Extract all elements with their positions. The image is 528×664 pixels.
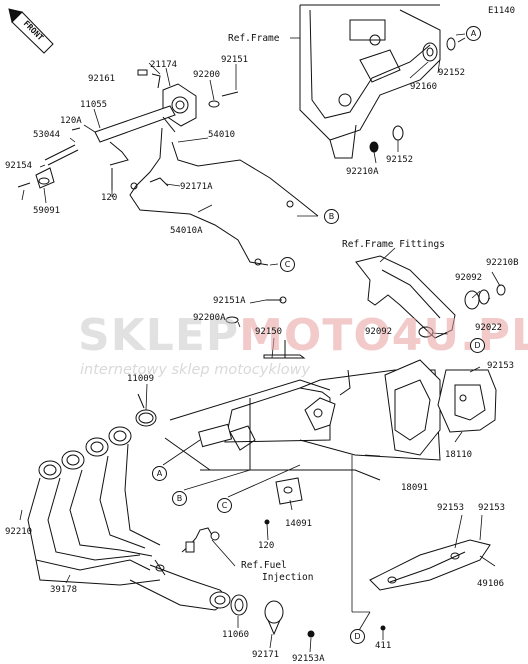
exhaust-header-pipes [27, 426, 231, 611]
part-label: 92160 [410, 82, 438, 92]
part-label: 49106 [477, 579, 505, 589]
part-label: 11060 [222, 630, 250, 640]
front-arrow-icon [8, 8, 54, 54]
watermark-tagline: internetowy sklep motocyklowy [80, 362, 311, 378]
gasket-ring [135, 393, 157, 427]
part-label: 11009 [127, 374, 155, 384]
part-label: 120 [258, 541, 275, 551]
part-label: 120 [101, 193, 118, 203]
part-label: 92153 [487, 361, 515, 371]
part-label: 92151 [221, 55, 249, 65]
callout-d: D [470, 338, 485, 353]
callout-b: B [172, 491, 187, 506]
callout-a: A [466, 26, 481, 41]
part-label: 59091 [33, 206, 61, 216]
part-label: 92150 [255, 327, 283, 337]
callout-d: D [350, 629, 365, 644]
part-label: 54010 [208, 130, 236, 140]
part-label: 92171A [180, 182, 213, 192]
ref-frame-fittings-label: Ref.Frame Fittings [342, 239, 445, 250]
part-label: 92171 [252, 650, 280, 660]
part-label: 92022 [475, 323, 503, 333]
callout-a: A [152, 466, 167, 481]
part-label: 120A [60, 116, 82, 126]
frame-fasteners [369, 37, 466, 153]
watermark-brand-a: SKLEP [78, 310, 240, 361]
mount-bolts [225, 296, 306, 359]
part-label: 92152 [386, 155, 414, 165]
frame-fitting-bracket [355, 255, 506, 339]
valve-actuator [17, 69, 239, 190]
ref-frame-label: Ref.Frame [228, 33, 280, 44]
part-label: 411 [375, 641, 392, 651]
part-label: 18110 [445, 450, 473, 460]
part-label: 14091 [285, 519, 313, 529]
frame-outline [299, 4, 441, 159]
part-label: 92152 [438, 68, 466, 78]
part-label: 39178 [50, 585, 78, 595]
callout-c: C [280, 257, 295, 272]
part-label: 92153A [292, 654, 325, 664]
reference-box [164, 379, 381, 481]
leader-lines [19, 33, 501, 653]
part-label: 92153 [437, 503, 465, 513]
muffler [198, 359, 441, 461]
watermark-brand: SKLEPMOTO4U.PL [78, 310, 528, 361]
part-label: 18091 [401, 483, 429, 493]
muffler-end-cap [437, 369, 497, 433]
exhaust-clamps [230, 477, 315, 638]
oxygen-sensor [181, 527, 220, 553]
part-label: 92210B [486, 258, 519, 268]
part-label: 92092 [365, 327, 393, 337]
callout-c: C [217, 498, 232, 513]
control-cables [129, 127, 319, 266]
part-label: 92210 [5, 527, 33, 537]
callout-b: B [324, 209, 339, 224]
part-label: 92153 [478, 503, 506, 513]
ref-fuel-injection-label-2: Injection [262, 572, 314, 583]
part-label: 92151A [213, 296, 246, 306]
heat-guard [369, 539, 491, 631]
part-label: 11055 [80, 100, 108, 110]
part-label: 92200 [193, 70, 221, 80]
part-label: 21174 [150, 60, 178, 70]
part-label: 92154 [5, 161, 33, 171]
part-label: 54010A [170, 226, 203, 236]
part-label: 92092 [455, 273, 483, 283]
part-label: 92161 [88, 74, 116, 84]
part-label: 92210A [346, 167, 379, 177]
diagram-code: E1140 [488, 6, 516, 16]
part-label: 92200A [193, 313, 226, 323]
part-label: 53044 [33, 130, 61, 140]
ref-fuel-injection-label: Ref.Fuel [241, 560, 287, 571]
